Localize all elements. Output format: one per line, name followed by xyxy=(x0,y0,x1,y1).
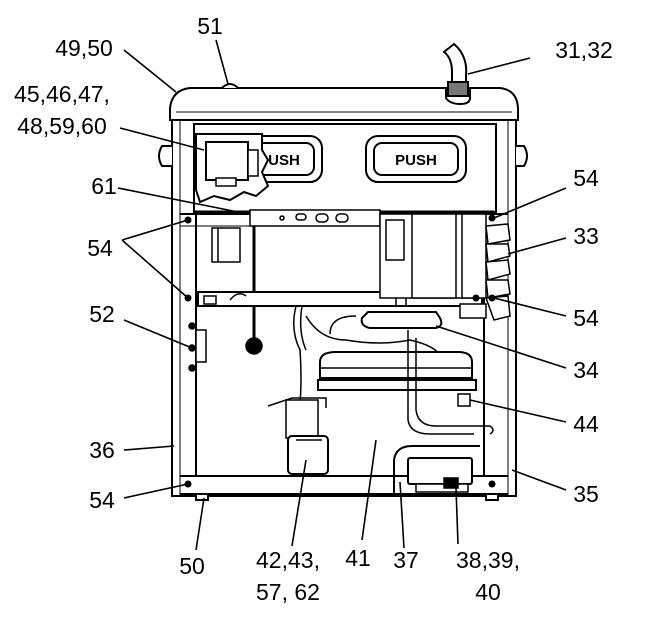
push-label-left: PUSH xyxy=(258,152,300,169)
leader-54-a xyxy=(121,219,189,241)
callout-52: 52 xyxy=(89,301,115,327)
screw-mid-center xyxy=(472,294,480,302)
leader-61 xyxy=(117,187,249,215)
callout-45-line2: 48,59,60 xyxy=(17,113,107,139)
bubbler-faucet xyxy=(442,42,471,106)
leader-42 xyxy=(291,459,307,547)
leader-35 xyxy=(511,469,567,491)
leader-49-50 xyxy=(123,49,177,93)
right-side-components xyxy=(379,213,511,321)
leader-36 xyxy=(123,445,175,451)
callout-51: 51 xyxy=(197,13,223,39)
leader-38-40 xyxy=(455,487,459,545)
leader-54-top-right xyxy=(493,187,567,219)
callout-31-32: 31,32 xyxy=(555,37,613,63)
callout-41: 41 xyxy=(345,545,371,571)
leader-54-bottom-left xyxy=(123,483,189,499)
callout-54-upper-right: 54 xyxy=(573,165,599,191)
leader-54-mid-right xyxy=(493,297,567,317)
reservoir-parts xyxy=(267,228,494,496)
callout-54-mid-right: 54 xyxy=(573,305,599,331)
callout-37: 37 xyxy=(393,547,419,573)
callout-38-line1: 38,39, xyxy=(456,547,520,573)
leader-51 xyxy=(215,39,229,85)
callout-labels: 51 49,50 45,46,47, 48,59,60 61 54 52 36 … xyxy=(14,13,613,605)
callout-54-lower-left: 54 xyxy=(89,487,115,513)
callout-45-line1: 45,46,47, xyxy=(14,81,110,107)
valve-cutaway xyxy=(195,133,270,204)
leader-lines xyxy=(117,39,567,551)
callout-54-upper-left: 54 xyxy=(87,235,113,261)
callout-61: 61 xyxy=(91,173,117,199)
leader-34 xyxy=(435,325,567,369)
leader-44 xyxy=(469,399,567,423)
leader-45-60 xyxy=(119,127,205,151)
callout-42-line1: 42,43, xyxy=(256,547,320,573)
leader-33 xyxy=(507,237,567,255)
leader-54-b xyxy=(121,239,189,299)
callout-50-bottom: 50 xyxy=(179,553,205,579)
leader-52 xyxy=(123,319,193,349)
screw-bottom-right xyxy=(488,480,496,488)
push-button-right: PUSH xyxy=(365,135,467,183)
callout-42-line2: 57, 62 xyxy=(256,579,320,605)
callout-44: 44 xyxy=(573,411,599,437)
callout-33: 33 xyxy=(573,223,599,249)
screw-top-right xyxy=(488,214,496,222)
push-label-right: PUSH xyxy=(395,152,437,169)
leader-41 xyxy=(361,439,377,541)
callout-35: 35 xyxy=(573,481,599,507)
callout-38-line2: 40 xyxy=(475,579,501,605)
callout-34: 34 xyxy=(573,357,599,383)
callout-49-50: 49,50 xyxy=(55,35,113,61)
callout-36: 36 xyxy=(89,437,115,463)
leader-50-bottom xyxy=(195,497,205,551)
screw-mid-right xyxy=(488,294,496,302)
leader-31-32 xyxy=(467,57,531,75)
leader-37 xyxy=(399,481,405,549)
